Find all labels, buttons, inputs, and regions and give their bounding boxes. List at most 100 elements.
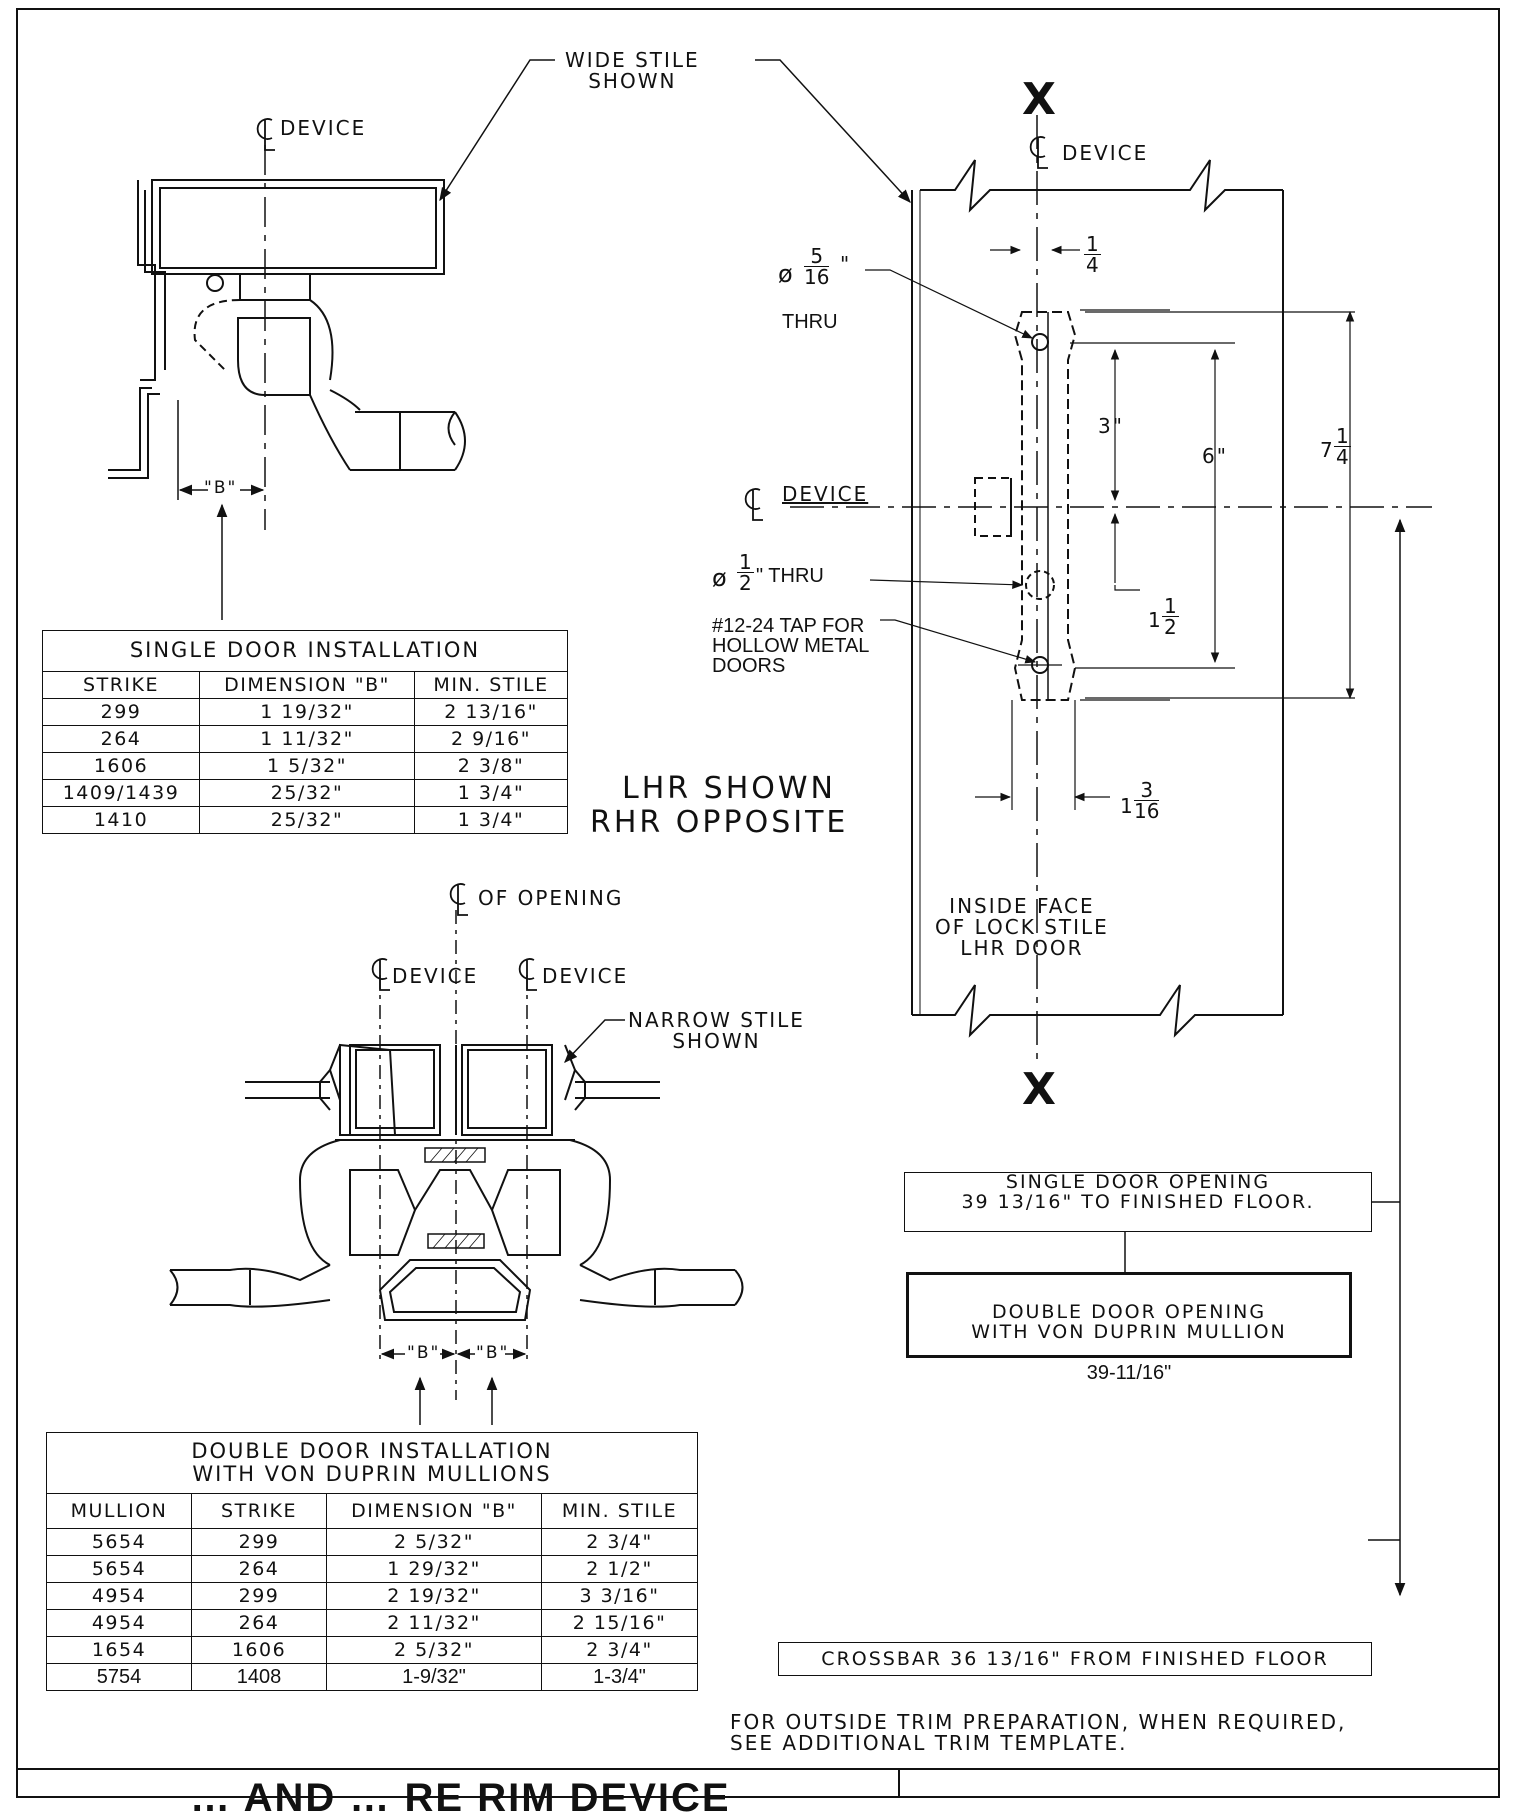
- table-cell: 5654: [46, 1528, 192, 1556]
- fraction-numerator: 5: [804, 246, 830, 267]
- fraction-denominator: 16: [804, 265, 830, 289]
- table-cell: 4954: [46, 1582, 192, 1610]
- dimension-7-fraction: 1 4: [1334, 426, 1351, 467]
- table-cell: 5654: [46, 1555, 192, 1583]
- table-cell: 1 3/4": [414, 806, 568, 834]
- table-cell: 2 13/16": [414, 698, 568, 726]
- fraction-numerator: 1: [1162, 594, 1179, 618]
- fraction-denominator: 16: [1134, 799, 1160, 823]
- drawing-frame: [16, 8, 1500, 1798]
- fraction-numerator: 3: [1134, 780, 1160, 801]
- fraction-denominator: 2: [1164, 615, 1177, 639]
- section-hatching: [429, 1147, 482, 1249]
- centerline-of-opening-label: OF OPENING: [478, 886, 624, 910]
- table-cell: 299: [191, 1582, 327, 1610]
- title-block-separator: [898, 1768, 900, 1798]
- table-title: DOUBLE DOOR INSTALLATION WITH VON DUPRIN…: [46, 1432, 698, 1494]
- centerline-device-label: DEVICE: [782, 482, 869, 506]
- table-cell: 2 9/16": [414, 725, 568, 753]
- column-header: MULLION: [46, 1493, 192, 1529]
- table-cell: 25/32": [199, 779, 415, 807]
- thru-label: " THRU: [756, 565, 824, 587]
- hole-diameter-5-16: 5 16: [804, 246, 830, 289]
- table-cell: 2 5/32": [326, 1636, 542, 1664]
- table-cell: 5754: [46, 1663, 192, 1691]
- inch-mark: ": [840, 252, 852, 276]
- dimension-1-half-whole: 1: [1148, 608, 1163, 632]
- column-header: MIN. STILE: [414, 671, 568, 699]
- section-marker-x-bottom: X: [1022, 1064, 1056, 1115]
- door-elevation-view: [790, 115, 1432, 1597]
- hole-diameter-1-2: 1 2: [737, 552, 754, 593]
- fraction-denominator: 2: [739, 571, 752, 595]
- dimension-3-inch: 3": [1098, 414, 1124, 438]
- table-cell: 299: [191, 1528, 327, 1556]
- phi-symbol: ø: [778, 260, 795, 288]
- centerline-symbols: [256, 118, 1048, 991]
- table-cell: 2 11/32": [326, 1609, 542, 1637]
- narrow-stile-label: NARROW STILE SHOWN: [628, 1008, 805, 1053]
- table-cell: 2 15/16": [541, 1609, 698, 1637]
- table-cell: 299: [42, 698, 200, 726]
- centerline-device-label: DEVICE: [1062, 141, 1149, 165]
- centerline-device-label: DEVICE: [280, 116, 367, 140]
- table-cell: 1408: [191, 1663, 327, 1691]
- double-door-installation-table: DOUBLE DOOR INSTALLATION WITH VON DUPRIN…: [46, 1432, 698, 1691]
- column-header: STRIKE: [191, 1493, 327, 1529]
- table-cell: 264: [191, 1609, 327, 1637]
- double-door-opening-note: DOUBLE DOOR OPENING WITH VON DUPRIN MULL…: [906, 1272, 1352, 1383]
- fraction-denominator: 4: [1336, 445, 1349, 469]
- table-title: SINGLE DOOR INSTALLATION: [42, 630, 568, 672]
- single-door-installation-table: SINGLE DOOR INSTALLATION STRIKE DIMENSIO…: [42, 630, 568, 834]
- single-door-opening-note: SINGLE DOOR OPENING 39 13/16" TO FINISHE…: [904, 1172, 1372, 1232]
- thru-label: THRU: [782, 311, 838, 333]
- table-cell: 1-3/4": [541, 1663, 698, 1691]
- table-cell: 1 29/32": [326, 1555, 542, 1583]
- table-cell: 1606: [191, 1636, 327, 1664]
- outside-trim-note: FOR OUTSIDE TRIM PREPARATION, WHEN REQUI…: [730, 1710, 1347, 1755]
- column-header: MIN. STILE: [541, 1493, 698, 1529]
- table-cell: 2 3/8": [414, 752, 568, 780]
- dimension-1-3-16-whole: 1: [1120, 794, 1135, 818]
- dimension-1-3-16-fraction: 3 16: [1134, 780, 1160, 823]
- column-header: DIMENSION "B": [199, 671, 415, 699]
- table-cell: 264: [191, 1555, 327, 1583]
- single-door-section-view: [108, 59, 911, 620]
- dimension-6-inch: 6": [1202, 444, 1228, 468]
- table-cell: 1-9/32": [326, 1663, 542, 1691]
- fraction-numerator: 1: [1334, 424, 1351, 448]
- centerline-device-right-label: DEVICE: [542, 964, 629, 988]
- table-cell: 1 5/32": [199, 752, 415, 780]
- fraction-denominator: 4: [1086, 253, 1099, 277]
- wide-stile-label: WIDE STILE SHOWN: [565, 48, 700, 93]
- table-cell: 1606: [42, 752, 200, 780]
- table-cell: 1 3/4": [414, 779, 568, 807]
- rhr-opposite-label: RHR OPPOSITE: [590, 805, 849, 840]
- column-header: STRIKE: [42, 671, 200, 699]
- table-cell: 1 11/32": [199, 725, 415, 753]
- table-cell: 2 1/2": [541, 1555, 698, 1583]
- dimension-b-label: "B": [407, 1343, 441, 1363]
- table-cell: 2 5/32": [326, 1528, 542, 1556]
- table-cell: 264: [42, 725, 200, 753]
- inside-face-label: INSIDE FACE OF LOCK STILE LHR DOOR: [935, 894, 1109, 960]
- document-title: … AND … RE RIM DEVICE: [190, 1776, 731, 1820]
- fraction-numerator: 1: [1084, 232, 1101, 256]
- table-cell: 1409/1439: [42, 779, 200, 807]
- phi-symbol: ø: [712, 564, 729, 592]
- section-marker-x-top: X: [1022, 74, 1056, 125]
- double-door-section-view: [169, 910, 744, 1425]
- table-cell: 2 3/4": [541, 1528, 698, 1556]
- crossbar-height-note: CROSSBAR 36 13/16" FROM FINISHED FLOOR: [778, 1642, 1372, 1676]
- dimension-1-half-fraction: 1 2: [1162, 596, 1179, 637]
